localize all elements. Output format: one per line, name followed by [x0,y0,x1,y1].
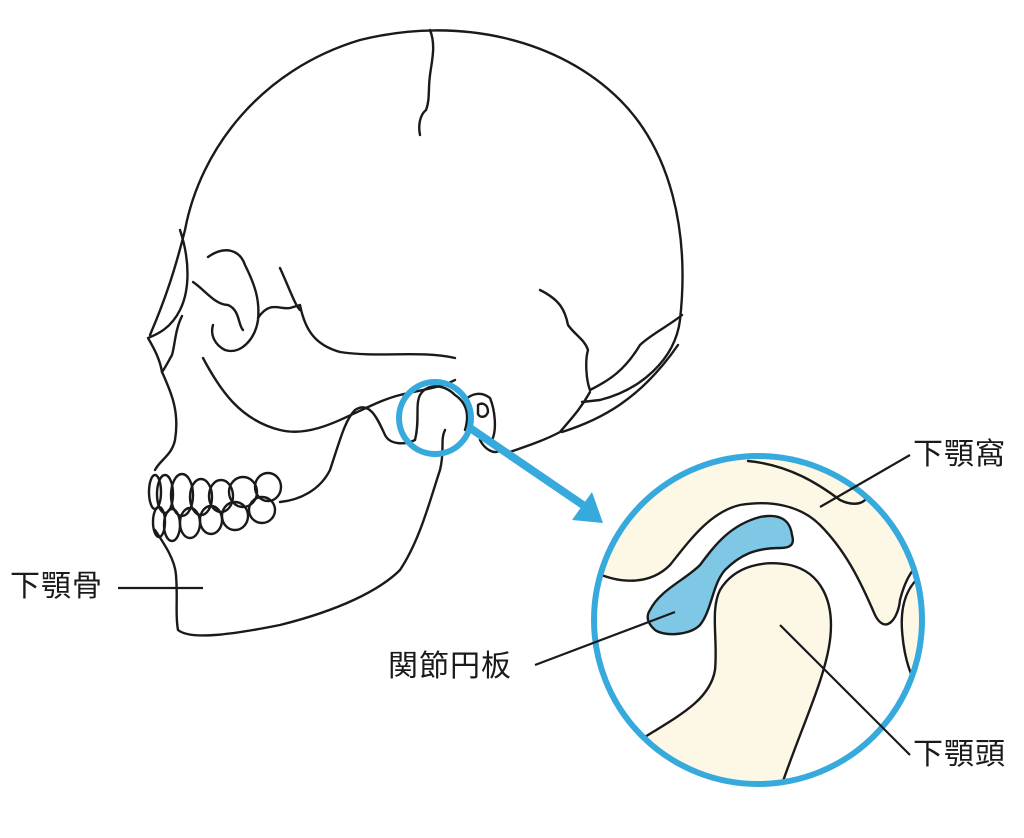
joint-highlight-circle [396,379,474,457]
skull-outline [146,28,684,472]
teeth [147,471,283,543]
magnifier-circle [591,453,925,787]
label-mandibular-fossa: 下顎窩 [913,437,1006,472]
disc-leader-line [534,610,676,667]
fossa-leader-line [819,454,911,508]
magnify-arrow [467,424,603,523]
label-articular-disc: 関節円板 [388,649,512,684]
head-leader-line [779,624,911,756]
mandible [153,385,502,637]
magnified-joint [594,456,922,784]
label-mandibular-head: 下顎頭 [913,737,1006,772]
label-mandible: 下顎骨 [10,569,103,604]
